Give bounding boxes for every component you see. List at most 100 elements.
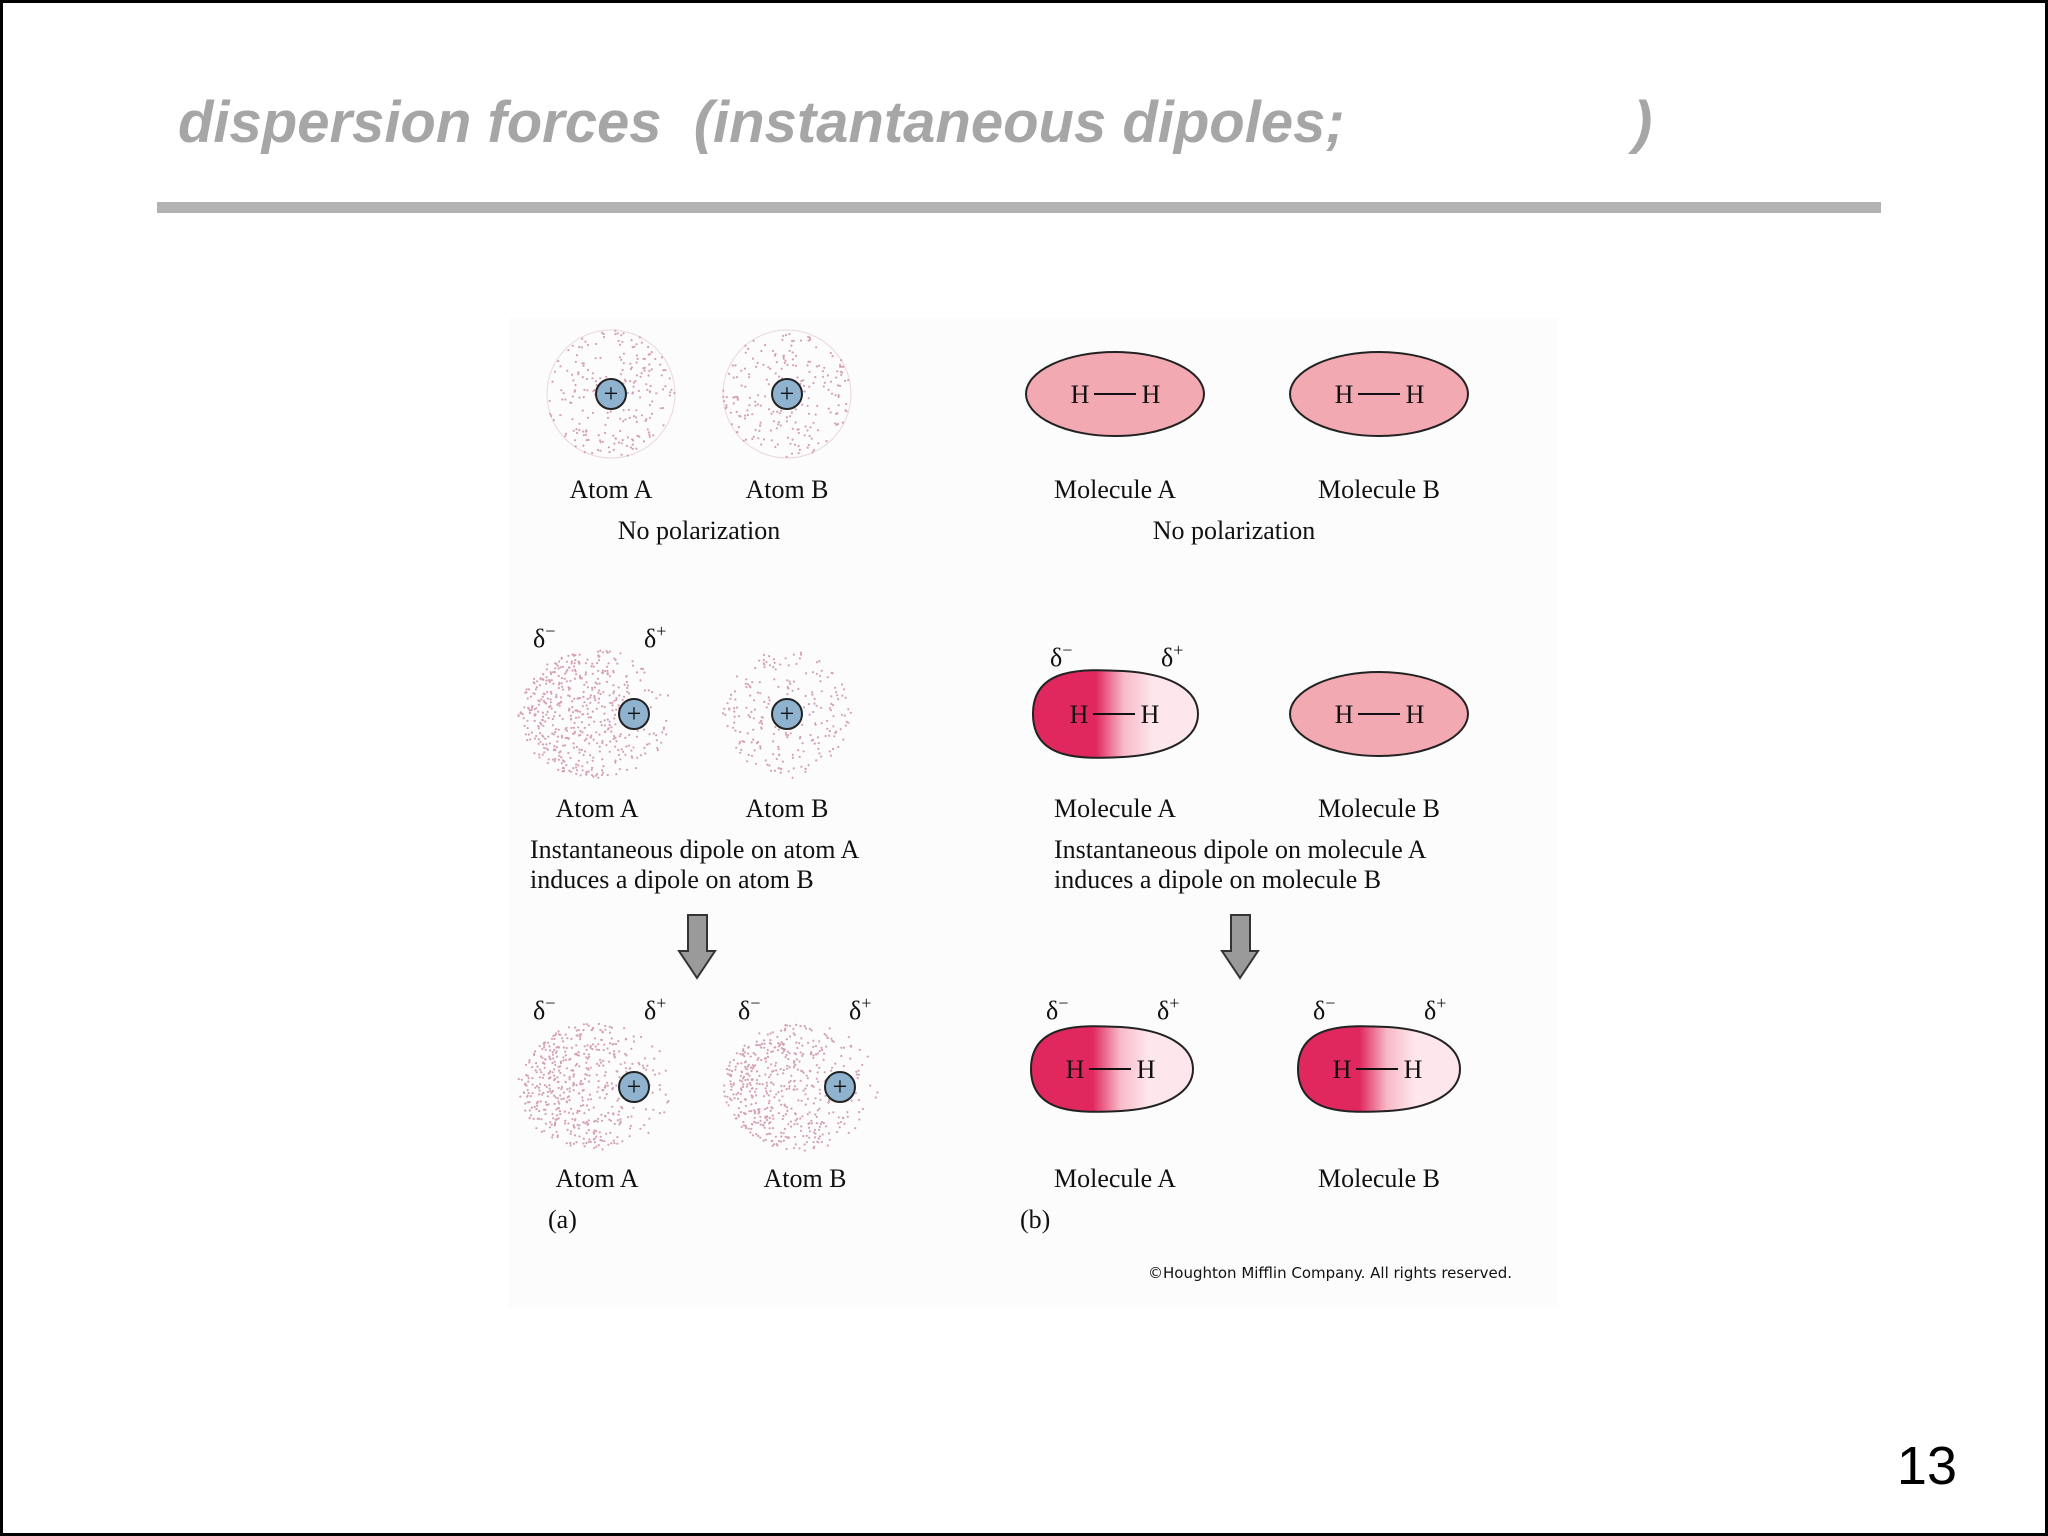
electron-dot [650,412,654,415]
electron-dot [583,1145,586,1148]
electron-dot [531,704,534,708]
electron-dot [817,442,820,445]
electron-dot [593,1146,596,1150]
electron-dot [746,1068,749,1071]
electron-dot [837,394,840,397]
electron-dot [597,448,600,452]
electron-dot [604,1114,607,1117]
electron-dot [561,770,564,773]
electron-dot [542,1061,545,1064]
electron-dot [543,701,546,704]
electron-dot [645,1068,648,1071]
electron-dot [651,691,654,694]
electron-dot [786,679,789,682]
electron-dot [552,733,556,736]
electron-dot [601,440,604,443]
electron-dot [612,1050,616,1053]
electron-dot [825,1125,828,1128]
electron-dot [597,434,600,437]
electron-dot [763,1042,766,1045]
electron-dot [550,414,553,417]
electron-dot [723,1090,726,1093]
electron-dot [591,411,595,415]
electron-dot [767,408,771,411]
electron-dot [801,723,804,727]
electron-dot [784,657,787,660]
electron-dot [650,351,654,354]
electron-dot [668,394,671,397]
electron-dot [768,1122,771,1125]
electron-dot [619,652,622,655]
electron-dot [607,1111,610,1114]
electron-dot [739,751,742,754]
electron-dot [662,424,665,427]
atom-a-unpolarized: + [546,329,676,459]
electron-dot [551,1136,554,1139]
electron-dot [554,667,557,670]
electron-dot [737,1115,740,1118]
electron-dot [818,1040,821,1043]
electron-dot [817,1137,820,1140]
atom-a-label: Atom A [555,794,638,823]
electron-dot [554,731,557,734]
electron-dot [582,364,585,367]
electron-dot [589,1045,592,1048]
electron-dot [768,655,771,658]
electron-dot [568,1087,571,1090]
electron-dot [744,438,748,441]
electron-dot [758,429,761,432]
electron-dot [776,1049,780,1052]
electron-dot [629,367,633,371]
electron-dot [795,354,798,357]
electron-dot [549,1058,552,1061]
electron-dot [762,653,766,657]
electron-dot [551,1051,554,1054]
electron-dot [814,1045,818,1048]
electron-dot [746,1065,750,1068]
electron-dot [611,709,614,712]
electron-dot [542,1091,545,1095]
electron-dot [595,731,598,734]
electron-dot [574,1119,577,1122]
electron-dot [648,369,651,372]
electron-dot [800,653,803,656]
electron-dot [637,389,641,392]
electron-dot [782,334,785,337]
electron-dot [648,1117,651,1120]
electron-dot [669,391,672,394]
molecule-b-label: Molecule B [1318,794,1440,823]
electron-dot [581,769,584,772]
electron-dot [847,708,850,711]
electron-dot [804,767,807,771]
electron-dot [526,1101,530,1104]
electron-dot [632,746,635,749]
electron-dot [828,1098,831,1101]
electron-dot [765,1081,768,1084]
electron-dot [797,428,800,431]
electron-dot [738,742,741,745]
electron-dot [531,1092,534,1095]
electron-dot [805,1084,809,1087]
electron-dot [604,670,607,673]
electron-dot [856,1077,859,1080]
electron-dot [597,701,600,704]
electron-dot [774,1046,777,1049]
electron-dot [540,1118,543,1121]
electron-dot [782,1068,785,1072]
electron-dot [723,1084,726,1087]
electron-dot [534,1086,537,1089]
electron-dot [834,686,837,689]
electron-dot [528,709,531,712]
electron-dot [586,343,590,347]
electron-dot [829,754,833,757]
electron-dot [652,1069,655,1072]
electron-dot [543,1043,546,1047]
electron-dot [799,1129,803,1132]
electron-dot [729,697,732,700]
electron-dot [603,1043,606,1046]
electron-dot [544,1101,548,1104]
electron-dot [735,746,738,749]
electron-dot [843,714,846,717]
electron-dot [596,1120,599,1123]
electron-dot [569,1144,572,1147]
